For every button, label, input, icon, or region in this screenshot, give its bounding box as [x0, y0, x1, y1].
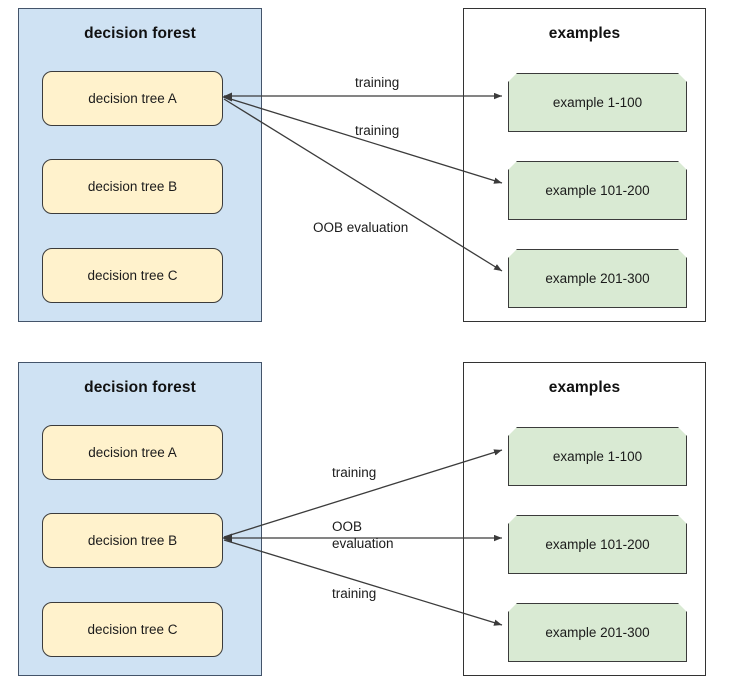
examples-title-2: examples — [548, 379, 621, 396]
edge-training-2 — [223, 96, 503, 184]
edge-label-oob-evaluation-2: OOB evaluation — [332, 519, 394, 551]
decision-tree-b-box-2[interactable]: decision tree B — [42, 513, 223, 568]
example-101-200-box-2[interactable]: example 101-200 — [508, 515, 687, 574]
example-201-300-label-2: example 201-300 — [545, 625, 650, 640]
decision-tree-b-label: decision tree B — [87, 179, 178, 194]
diagram-bottom: decision forest decision tree A decision… — [0, 354, 737, 684]
examples-panel-2: examples example 1-100 example 101-200 e… — [463, 362, 706, 676]
decision-tree-c-label: decision tree C — [87, 268, 178, 283]
decision-tree-a-label: decision tree A — [88, 91, 177, 106]
decision-tree-c-box[interactable]: decision tree C — [42, 248, 223, 303]
examples-title: examples — [548, 25, 621, 42]
example-1-100-label: example 1-100 — [552, 95, 643, 110]
decision-tree-a-label-2: decision tree A — [88, 445, 177, 460]
example-101-200-box[interactable]: example 101-200 — [508, 161, 687, 220]
decision-forest-title: decision forest — [84, 25, 196, 42]
edge-label-training-1: training — [355, 75, 400, 90]
decision-forest-panel-2: decision forest decision tree A decision… — [18, 362, 262, 676]
example-201-300-label: example 201-300 — [545, 271, 650, 286]
edge-label-training-2-2: training — [332, 586, 377, 601]
decision-tree-b-box[interactable]: decision tree B — [42, 159, 223, 214]
edge-training-2-2 — [223, 539, 503, 626]
diagram-top: decision forest decision tree A decision… — [0, 0, 737, 330]
example-1-100-label-2: example 1-100 — [552, 449, 643, 464]
decision-tree-c-label-2: decision tree C — [87, 622, 178, 637]
edge-label-training-2: training — [355, 123, 400, 138]
example-1-100-box[interactable]: example 1-100 — [508, 73, 687, 132]
examples-panel: examples example 1-100 example 101-200 e… — [463, 8, 706, 322]
decision-tree-b-label-2: decision tree B — [87, 533, 178, 548]
edge-label-oob-evaluation: OOB evaluation — [313, 220, 409, 235]
decision-tree-a-box-2[interactable]: decision tree A — [42, 425, 223, 480]
decision-forest-panel: decision forest decision tree A decision… — [18, 8, 262, 322]
decision-forest-title-2: decision forest — [84, 379, 196, 396]
example-201-300-box-2[interactable]: example 201-300 — [508, 603, 687, 662]
decision-tree-a-box[interactable]: decision tree A — [42, 71, 223, 126]
example-101-200-label: example 101-200 — [545, 183, 650, 198]
edge-label-training-1-2: training — [332, 465, 377, 480]
example-101-200-label-2: example 101-200 — [545, 537, 650, 552]
decision-tree-c-box-2[interactable]: decision tree C — [42, 602, 223, 657]
example-1-100-box-2[interactable]: example 1-100 — [508, 427, 687, 486]
example-201-300-box[interactable]: example 201-300 — [508, 249, 687, 308]
